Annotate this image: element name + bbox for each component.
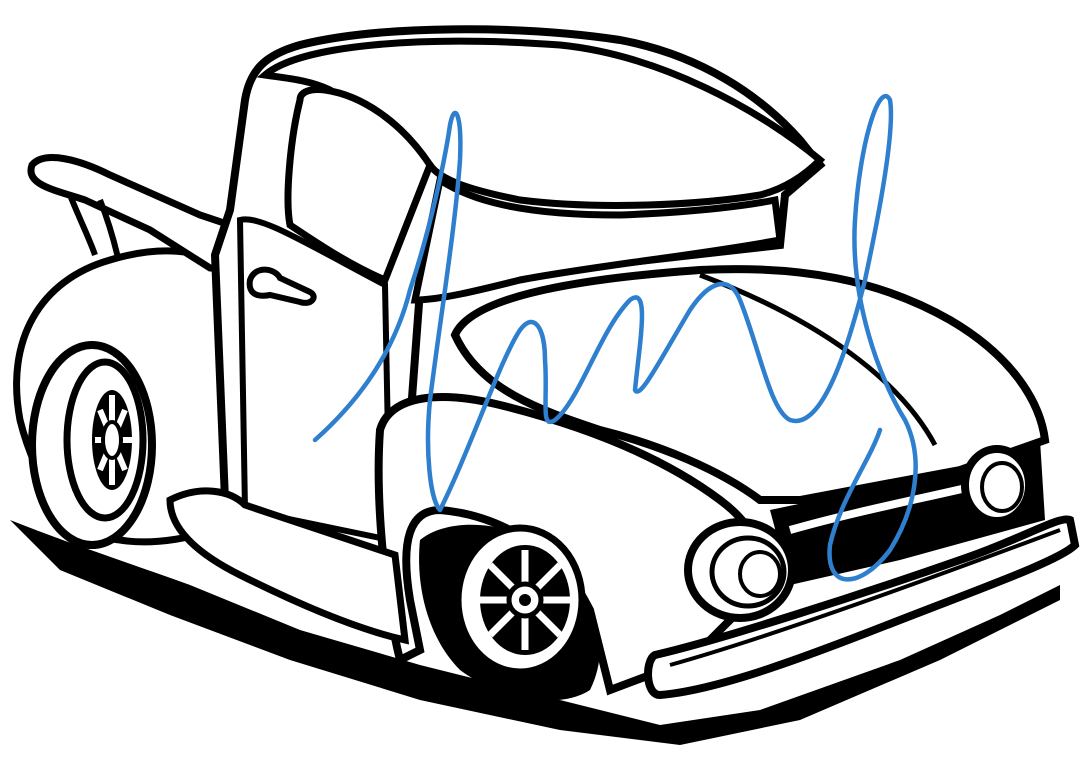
bumper-highlight: [669, 528, 1061, 667]
door-handle: [246, 266, 317, 306]
front-wheel: [419, 524, 600, 701]
door-outline: [236, 216, 394, 544]
windshield: [410, 174, 784, 304]
running-board: [166, 487, 410, 645]
hood: [450, 265, 1050, 504]
ground-shadow: [10, 520, 1060, 745]
blue-pen-scribble: [312, 93, 918, 582]
side-window: [284, 86, 434, 285]
rear-wheel: [28, 341, 156, 549]
left-headlight: [684, 518, 796, 622]
right-headlight: [961, 445, 1033, 525]
hood-crease: [699, 272, 938, 447]
tailgate-strut: [67, 193, 121, 259]
